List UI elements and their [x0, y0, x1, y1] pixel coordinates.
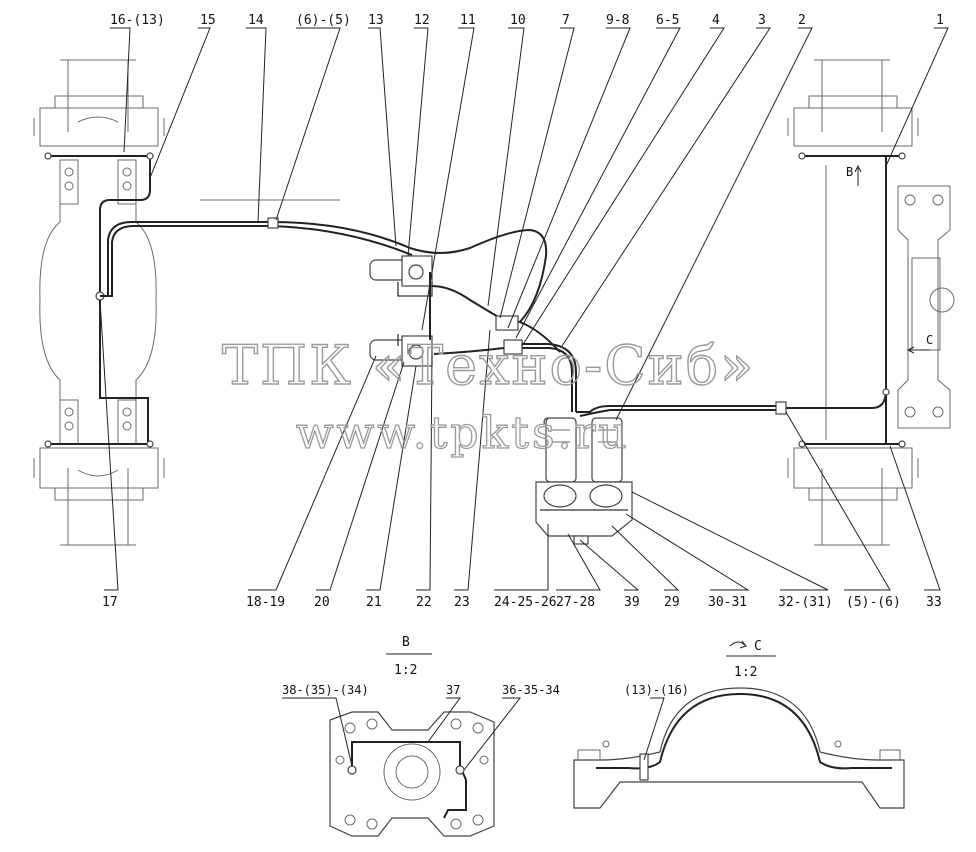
label-33: 33	[926, 595, 942, 610]
view-marker-b: B	[846, 164, 862, 186]
label-5-6: (5)-(6)	[846, 595, 901, 610]
brake-piping	[100, 199, 787, 427]
label-3: 3	[758, 13, 766, 28]
label-2: 2	[798, 13, 806, 28]
watermark: ТПК «Техно-Сиб» www.tpkts.ru	[221, 333, 755, 459]
bottom-labels: 17 18-19 20 21 22 23 24-25-26 27-28 39 2…	[102, 595, 942, 610]
label-23: 23	[454, 595, 470, 610]
view-c-label-13-16: (13)-(16)	[624, 683, 689, 697]
detail-view-b: B 1:2 38-(35)-(34) 37 36-35-34	[282, 635, 560, 837]
watermark-line2: www.tpkts.ru	[296, 408, 630, 459]
view-marker-c: C	[906, 333, 933, 354]
label-12: 12	[414, 13, 430, 28]
label-4: 4	[712, 13, 720, 28]
view-b-label-36-35-34: 36-35-34	[502, 683, 560, 697]
label-22: 22	[416, 595, 432, 610]
label-20: 20	[314, 595, 330, 610]
watermark-line1: ТПК «Техно-Сиб»	[222, 334, 755, 397]
label-21: 21	[366, 595, 382, 610]
marker-b-label: B	[846, 165, 853, 179]
master-cylinders	[535, 417, 633, 545]
label-39: 39	[624, 595, 640, 610]
label-9-8: 9-8	[606, 13, 629, 28]
view-b-label-37: 37	[446, 683, 460, 697]
label-32-31: 32-(31)	[778, 595, 833, 610]
detail-view-c: C 1:2 (13)-(16)	[573, 639, 905, 809]
label-27-28: 27-28	[556, 595, 595, 610]
view-b-scale: 1:2	[394, 663, 417, 678]
label-6-5: 6-5	[656, 13, 679, 28]
label-30-31: 30-31	[708, 595, 747, 610]
label-15: 15	[200, 13, 216, 28]
label-11: 11	[460, 13, 476, 28]
top-labels: 16-(13) 15 14 (6)-(5) 13 12 11 10 7 9-8 …	[110, 13, 944, 28]
left-axle	[33, 59, 165, 546]
label-18-19: 18-19	[246, 595, 285, 610]
view-c-title: C	[754, 639, 762, 654]
label-29: 29	[664, 595, 680, 610]
label-10: 10	[510, 13, 526, 28]
right-axle	[780, 59, 955, 546]
label-24-25-26: 24-25-26	[494, 595, 557, 610]
label-1: 1	[936, 13, 944, 28]
label-7: 7	[562, 13, 570, 28]
view-b-label-38-35-34: 38-(35)-(34)	[282, 683, 369, 697]
label-17: 17	[102, 595, 118, 610]
label-14: 14	[248, 13, 264, 28]
view-c-scale: 1:2	[734, 665, 757, 680]
label-16-13: 16-(13)	[110, 13, 165, 28]
label-6-5-paren: (6)-(5)	[296, 13, 351, 28]
label-13: 13	[368, 13, 384, 28]
view-b-title: B	[402, 635, 410, 650]
marker-c-label: C	[926, 333, 933, 347]
leader-lines-bottom	[99, 299, 941, 591]
leader-lines	[110, 27, 949, 421]
